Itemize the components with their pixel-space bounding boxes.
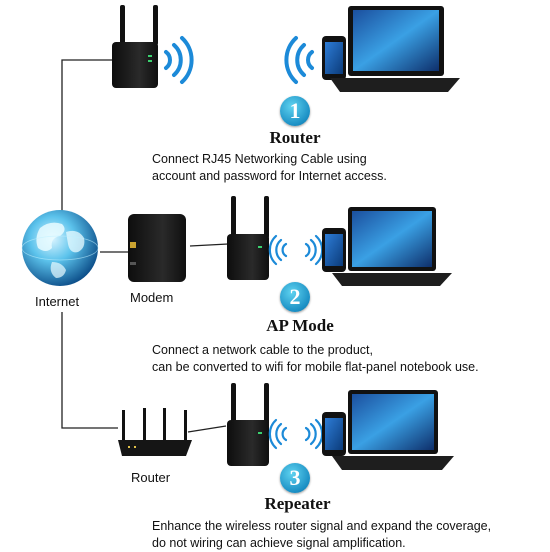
modem-icon <box>128 214 186 282</box>
section-3-description: Enhance the wireless router signal and e… <box>152 518 491 552</box>
section-1-title: Router <box>269 128 321 147</box>
section-2-line-1: Connect a network cable to the product, <box>152 343 373 357</box>
router-label: Router <box>131 470 171 485</box>
laptop-1-icon <box>330 6 460 92</box>
laptop-3-icon <box>332 390 454 470</box>
section-2-line-2: can be converted to wifi for mobile flat… <box>152 360 479 374</box>
step-3-badge: 3 <box>280 463 310 493</box>
section-1-line-2: account and password for Internet access… <box>152 169 387 183</box>
laptop-2-icon <box>332 207 452 286</box>
extender-3-icon <box>227 383 269 466</box>
connection-lines <box>61 59 229 433</box>
wifi-signal-2-icon <box>268 234 324 266</box>
phone-3-icon <box>322 412 346 456</box>
extender-1-icon <box>112 5 158 88</box>
router-icon <box>118 408 192 456</box>
phone-2-icon <box>322 228 346 272</box>
section-3-line-2: do not wiring can achieve signal amplifi… <box>152 536 406 550</box>
section-1-description: Connect RJ45 Networking Cable using acco… <box>152 151 387 185</box>
internet-label: Internet <box>35 294 80 309</box>
modem-label: Modem <box>130 290 174 305</box>
section-2-description: Connect a network cable to the product, … <box>152 342 479 376</box>
phone-1-icon <box>322 36 346 80</box>
section-3-line-1: Enhance the wireless router signal and e… <box>152 519 492 533</box>
globe-icon <box>21 210 99 286</box>
step-1-badge: 1 <box>280 96 310 126</box>
section-2-title: AP Mode <box>266 316 334 335</box>
wifi-signal-laptop-1-icon <box>284 36 314 84</box>
extender-2-icon <box>227 196 269 280</box>
wifi-signal-3-icon <box>268 418 324 450</box>
step-2-badge: 2 <box>280 282 310 312</box>
section-1-line-1: Connect RJ45 Networking Cable using <box>152 152 367 166</box>
wifi-signal-1-icon <box>164 36 194 84</box>
section-3-title: Repeater <box>264 494 331 513</box>
